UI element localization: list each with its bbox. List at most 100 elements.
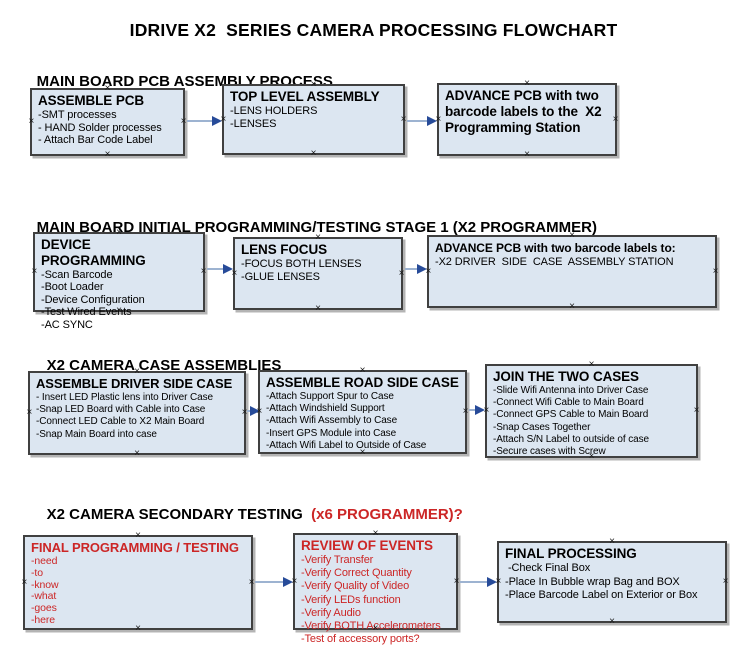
connection-handle-icon: × [248, 576, 255, 588]
connection-handle-icon: × [372, 528, 379, 539]
box-line: -Attach Support Spur to Case [266, 391, 394, 402]
connection-handle-icon: × [134, 366, 140, 377]
section-heading-suffix: (x6 PROGRAMMER)? [311, 506, 463, 523]
flow-box-join-the-two-cases[interactable]: JOIN THE TWO CASES -Slide Wifi Antenna i… [483, 360, 699, 462]
connection-handle-icon: × [712, 265, 719, 277]
connection-handle-icon: × [31, 266, 38, 277]
section-heading-secondary-testing: X2 CAMERA SECONDARY TESTING (x6 PROGRAMM… [30, 489, 463, 540]
box-line: - Attach Bar Code Label [38, 134, 153, 146]
connection-handle-icon: × [588, 359, 595, 370]
flow-box-top-level-assembly[interactable]: TOP LEVEL ASSEMBLY -LENS HOLDERS-LENSES … [220, 80, 406, 159]
box-line: -Verify Correct Quantity [301, 567, 412, 580]
box-title: ASSEMBLE DRIVER SIDE CASE [36, 376, 233, 391]
box-line: -Attach Wifi Assembly to Case [266, 415, 398, 427]
connection-handle-icon: × [453, 575, 460, 587]
box-title: FINAL PROGRAMMING / TESTING [31, 540, 239, 555]
flow-box-final-programming-testing[interactable]: FINAL PROGRAMMING / TESTING -need-to-kno… [21, 531, 255, 634]
box-line: -Connect Wifi Cable to Main Board [493, 397, 644, 409]
box-line: - Insert LED Plastic lens into Driver Ca… [36, 392, 213, 403]
box-line: -Verify Quality of Video [301, 580, 410, 593]
connection-handle-icon: × [104, 149, 111, 160]
flow-box-final-processing[interactable]: FINAL PROCESSING -Check Final Box-Place … [495, 537, 729, 627]
connection-handle-icon: × [372, 623, 379, 634]
flow-box-advance-pcb-driver-side-station[interactable]: ADVANCE PCB with two barcode labels to: … [425, 231, 719, 312]
box-title: ASSEMBLE PCB [38, 93, 145, 108]
connection-handle-icon: × [231, 267, 238, 279]
box-line: -Snap Main Board into case [36, 428, 157, 440]
box-line: -SMT processes [38, 109, 117, 121]
connector-arrow[interactable] [247, 406, 260, 416]
box-line: -Scan Barcode [41, 269, 113, 281]
box-lines: -Attach Support Spur to Case-Attach Wind… [266, 391, 459, 452]
connection-handle-icon: × [609, 536, 615, 547]
connection-handle-icon: × [359, 447, 366, 458]
box-lines: -FOCUS BOTH LENSES-GLUE LENSES [241, 258, 395, 283]
connector-arrow[interactable] [469, 405, 485, 415]
connection-handle-icon: × [291, 575, 298, 587]
box-line: -Place Barcode Label on Exterior or Box [505, 589, 698, 601]
box-line: -Device Configuration [41, 293, 145, 306]
flow-box-device-programming[interactable]: DEVICE PROGRAMMING -Scan Barcode-Boot Lo… [31, 228, 207, 331]
connector-arrow[interactable] [407, 116, 437, 126]
box-line: -Slide Wifi Antenna into Driver Case [493, 385, 649, 396]
box-line: -GLUE LENSES [241, 270, 320, 283]
flow-box-assemble-road-side-case[interactable]: ASSEMBLE ROAD SIDE CASE -Attach Support … [256, 366, 469, 458]
connector-arrow[interactable] [207, 264, 233, 274]
box-title: REVIEW OF EVENTS [301, 538, 433, 553]
box-line: -Secure cases with Screw [493, 446, 606, 458]
box-line: -Attach Windshield Support [266, 403, 385, 415]
connection-handle-icon: × [569, 301, 575, 312]
box-lines: -Check Final Box-Place In Bubble wrap Ba… [505, 562, 719, 603]
connection-handle-icon: × [462, 406, 469, 417]
connection-handle-icon: × [483, 405, 490, 416]
connection-handle-icon: × [200, 266, 207, 277]
connection-handle-icon: × [524, 78, 530, 89]
box-line: -Check Final Box [505, 562, 591, 574]
connector-arrow[interactable] [460, 577, 497, 587]
box-lines: - Insert LED Plastic lens into Driver Ca… [36, 392, 238, 441]
connection-handle-icon: × [359, 365, 366, 376]
box-line: -Attach S/N Label to outside of case [493, 433, 649, 445]
box-line: -FOCUS BOTH LENSES [241, 258, 362, 270]
connection-handle-icon: × [26, 407, 33, 418]
connector-arrow[interactable] [187, 116, 222, 126]
connector-arrow[interactable] [255, 577, 293, 587]
box-title: JOIN THE TWO CASES [493, 369, 639, 384]
box-line: -X2 DRIVER SIDE CASE ASSEMBLY STATION [435, 256, 674, 268]
connection-handle-icon: × [180, 116, 187, 127]
box-lines: -X2 DRIVER SIDE CASE ASSEMBLY STATION [435, 256, 709, 269]
connection-handle-icon: × [310, 148, 317, 159]
flow-box-assemble-driver-side-case[interactable]: ASSEMBLE DRIVER SIDE CASE - Insert LED P… [26, 367, 247, 459]
connection-handle-icon: × [495, 576, 502, 587]
box-line: -Connect GPS Cable to Main Board [493, 409, 649, 421]
box-line: -Verify LEDs function [301, 593, 401, 606]
connection-handle-icon: × [135, 623, 141, 634]
flow-box-review-of-events[interactable]: REVIEW OF EVENTS -Verify Transfer-Verify… [291, 529, 460, 646]
flow-box-assemble-pcb[interactable]: ASSEMBLE PCB -SMT processes- HAND Solder… [28, 84, 187, 160]
connection-handle-icon: × [722, 576, 729, 587]
box-line: -Test of accessory ports? [301, 633, 420, 646]
connection-handle-icon: × [435, 113, 442, 125]
section-heading-text: MAIN BOARD INITIAL PROGRAMMING/TESTING S… [36, 219, 597, 236]
box-line: -LENSES [230, 117, 277, 130]
connection-handle-icon: × [116, 305, 122, 316]
connection-handle-icon: × [524, 149, 530, 160]
connection-handle-icon: × [104, 83, 111, 94]
flow-box-advance-pcb-programming-station[interactable]: ADVANCE PCB with two barcode labels to t… [435, 79, 618, 160]
box-title: ADVANCE PCB with two barcode labels to t… [445, 88, 606, 135]
box-lines: -Verify Transfer-Verify Correct Quantity… [301, 554, 450, 646]
box-line: -Verify Audio [301, 606, 361, 619]
box-lines: -Slide Wifi Antenna into Driver Case-Con… [493, 385, 690, 458]
box-title: ADVANCE PCB with two barcode labels to: [435, 241, 676, 255]
box-title: TOP LEVEL ASSEMBLY [230, 89, 380, 104]
box-line: -Attach Wifi Label to Outside of Case [266, 439, 427, 451]
flow-box-lens-focus[interactable]: LENS FOCUS -FOCUS BOTH LENSES-GLUE LENSE… [231, 233, 404, 314]
connection-handle-icon: × [21, 576, 28, 588]
box-line: -know [31, 578, 59, 591]
box-line: -Verify BOTH Accelerometers [301, 620, 441, 633]
section-heading-initial-programming: MAIN BOARD INITIAL PROGRAMMING/TESTING S… [20, 202, 597, 253]
box-line: -AC SYNC [41, 318, 93, 331]
connector-arrow[interactable] [405, 264, 427, 274]
box-line: -Connect LED Cable to X2 Main Board [36, 416, 205, 428]
